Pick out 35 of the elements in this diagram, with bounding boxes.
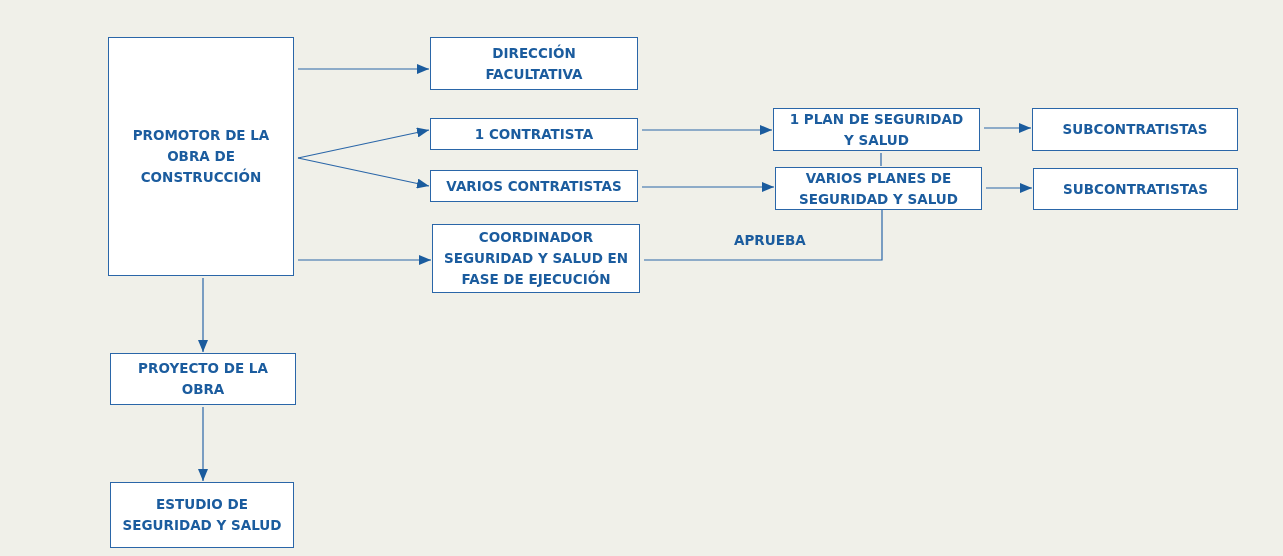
box-label: SUBCONTRATISTAS: [1062, 120, 1208, 139]
box-label: PROMOTOR DE LA OBRA DE CONSTRUCCIÓN: [131, 126, 271, 187]
process-box: [430, 37, 638, 90]
process-box: [430, 118, 638, 150]
edge-label: APRUEBA: [734, 232, 806, 248]
process-box: [110, 482, 294, 548]
arrow: [198, 406, 208, 482]
box-label: 1 PLAN DE SEGURIDAD Y SALUD: [788, 109, 965, 150]
box-label: ESTUDIO DE SEGURIDAD Y SALUD: [121, 495, 283, 535]
arrow: [198, 277, 208, 353]
box-label: VARIOS CONTRATISTAS: [446, 176, 622, 196]
arrow: [985, 183, 1033, 193]
process-box: [432, 224, 640, 293]
arrow: [297, 255, 432, 265]
arrow: [983, 123, 1032, 133]
process-box: [1032, 108, 1238, 151]
box-label: 1 CONTRATISTA: [474, 124, 594, 144]
connector-line: [643, 209, 883, 261]
box-label: SUBCONTRATISTAS: [1063, 179, 1208, 199]
process-box: [1033, 168, 1238, 210]
arrow: [641, 182, 775, 192]
arrow: [297, 127, 430, 159]
box-label: DIRECCIÓN FACULTATIVA: [484, 43, 584, 84]
box-label: VARIOS PLANES DE SEGURIDAD Y SALUD: [798, 168, 959, 209]
box-label: COORDINADOR SEGURIDAD Y SALUD EN FASE DE EJECUCIÓN: [443, 228, 629, 289]
arrow: [297, 157, 430, 189]
arrow: [297, 64, 430, 74]
connector-line: [880, 152, 882, 167]
box-label: PROYECTO DE LA OBRA: [137, 359, 269, 399]
process-box: [110, 353, 296, 405]
process-box: [108, 37, 294, 276]
process-box: [430, 170, 638, 202]
process-box: [775, 167, 982, 210]
process-box: [773, 108, 980, 151]
arrow: [641, 125, 773, 135]
